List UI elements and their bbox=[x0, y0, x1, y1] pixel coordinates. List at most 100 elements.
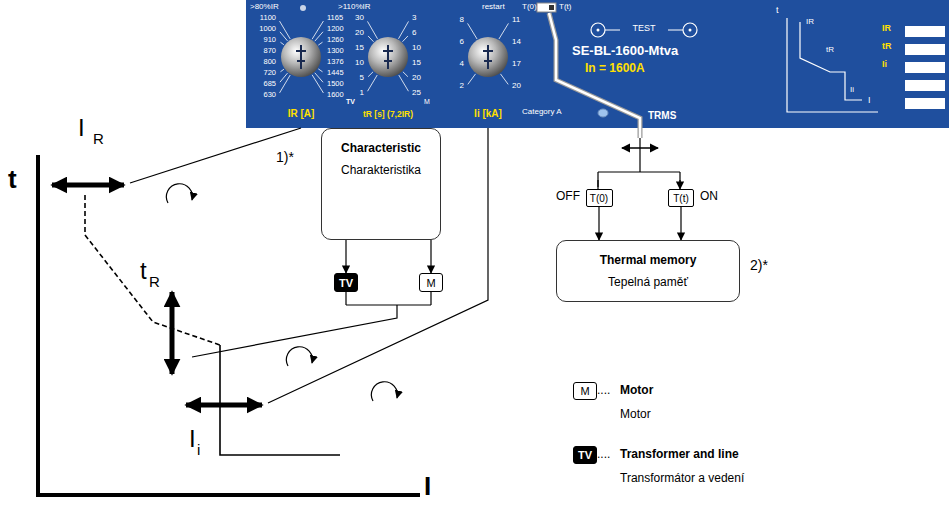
connector-arrow bbox=[430, 240, 431, 273]
panel-label: 25 bbox=[412, 89, 421, 98]
slider-leader-part bbox=[598, 138, 680, 187]
axis-label: I bbox=[189, 426, 196, 452]
panel-label: 630 bbox=[263, 91, 276, 99]
node-text: TV bbox=[578, 449, 592, 462]
dial-tick bbox=[312, 75, 323, 93]
panel-label: 6 bbox=[412, 29, 416, 38]
panel-label: 10 bbox=[355, 59, 364, 68]
panel-label: 4 bbox=[460, 60, 464, 69]
dial-tick bbox=[468, 23, 478, 39]
dial-tick bbox=[399, 75, 409, 91]
dial-tick bbox=[368, 75, 378, 91]
mode-box: TV bbox=[334, 273, 358, 292]
panel-label: 685 bbox=[263, 80, 276, 88]
dial-tick bbox=[280, 42, 283, 45]
panel-label: 20 bbox=[412, 74, 421, 83]
panel-label: 8 bbox=[460, 16, 464, 25]
connector-arrow bbox=[598, 207, 599, 240]
panel-label: Category A bbox=[522, 108, 562, 117]
dial-tick bbox=[402, 36, 407, 42]
panel-label: 910 bbox=[263, 36, 276, 44]
panel-label: T(t) bbox=[559, 3, 571, 12]
node-text: T(t) bbox=[673, 193, 689, 205]
leader-lines-part bbox=[371, 382, 397, 401]
trip-characteristic-part bbox=[186, 403, 262, 408]
dial-ticks bbox=[280, 21, 509, 93]
control-panel-part bbox=[689, 29, 692, 32]
note-label: .... bbox=[597, 384, 610, 397]
panel-label: 3 bbox=[412, 14, 416, 23]
note-label: 1)* bbox=[276, 150, 294, 165]
panel-label: 870 bbox=[263, 47, 276, 55]
axis-label: R bbox=[149, 274, 160, 291]
panel-label: tR bbox=[826, 46, 834, 55]
dial-knobs-part bbox=[296, 45, 493, 69]
control-panel-part bbox=[905, 98, 945, 109]
control-panel-part bbox=[905, 44, 945, 55]
control-panel-part bbox=[591, 23, 605, 37]
axis-label: I bbox=[78, 115, 85, 141]
trip-characteristic-part bbox=[85, 195, 220, 345]
panel-label: 1165 bbox=[327, 14, 343, 22]
note-label: .... bbox=[597, 448, 610, 461]
trip-characteristic-part bbox=[220, 345, 340, 455]
panel-label: 17 bbox=[512, 60, 521, 69]
dial-tick bbox=[468, 74, 476, 84]
panel-label: 1200 bbox=[327, 25, 344, 33]
leader-lines-part bbox=[130, 128, 301, 183]
panel-label: 20 bbox=[355, 29, 364, 38]
note-label: Motor bbox=[620, 408, 651, 421]
panel-label: TV bbox=[346, 98, 355, 106]
dial-tick bbox=[398, 21, 408, 38]
panel-label: 1300 bbox=[327, 47, 344, 55]
node-text: TV bbox=[339, 277, 353, 290]
dial-tick bbox=[280, 75, 291, 93]
control-panel-part bbox=[300, 5, 306, 11]
panel-label: 800 bbox=[263, 58, 276, 66]
leader-lines-part bbox=[192, 292, 431, 357]
dial-tick bbox=[367, 21, 377, 38]
panel-label: In = 1600A bbox=[585, 62, 645, 75]
panel-label: I bbox=[868, 96, 871, 106]
slider-leader-part bbox=[549, 13, 640, 138]
slider-leader bbox=[549, 13, 680, 189]
panel-label: 720 bbox=[263, 69, 276, 77]
node-text: Tepelná paměť bbox=[608, 275, 688, 289]
panel-label: IR [A] bbox=[288, 108, 315, 119]
control-panel-part bbox=[905, 80, 945, 91]
panel-label: IR bbox=[882, 24, 891, 34]
panel-label: Ii [kA] bbox=[474, 108, 502, 119]
panel-label: 2 bbox=[460, 82, 464, 91]
panel-label: 1260 bbox=[327, 36, 344, 44]
leader-lines bbox=[130, 128, 488, 403]
panel-label: TRMS bbox=[648, 110, 676, 121]
dial-tick bbox=[499, 23, 509, 39]
note-label: 2)* bbox=[750, 258, 768, 273]
panel-label: 30 bbox=[355, 14, 364, 23]
axis-label: t bbox=[8, 165, 17, 194]
panel-label: >110%IR bbox=[338, 3, 371, 12]
control-panel-part bbox=[549, 5, 554, 10]
connector-arrow bbox=[680, 207, 681, 240]
axis-label: i bbox=[197, 442, 200, 459]
legend-text: Transformer and line bbox=[620, 448, 739, 461]
panel-label: 11 bbox=[512, 16, 520, 25]
dial-tick bbox=[318, 69, 322, 72]
legend-sample: TV bbox=[573, 446, 597, 464]
panel-label: TEST bbox=[632, 24, 655, 34]
control-panel bbox=[246, 0, 949, 128]
note-label: ON bbox=[700, 190, 718, 203]
control-panel-part bbox=[800, 22, 862, 100]
leader-lines-part bbox=[166, 184, 192, 203]
control-panel-part bbox=[683, 23, 697, 37]
panel-label: T(0) bbox=[522, 3, 537, 12]
panel-label: 1500 bbox=[327, 80, 344, 88]
legend-sample: M bbox=[573, 382, 597, 400]
panel-label: tR [s] (7,2IR) bbox=[363, 110, 413, 119]
node-text: M bbox=[580, 385, 589, 398]
node-text: T(0) bbox=[590, 193, 608, 205]
axis-label: t bbox=[140, 258, 147, 284]
